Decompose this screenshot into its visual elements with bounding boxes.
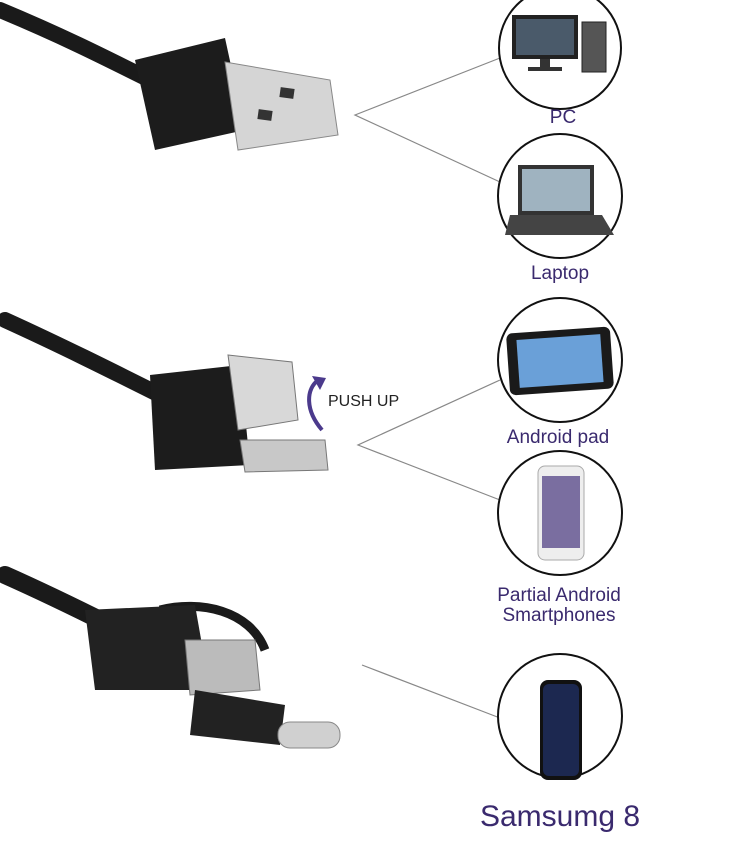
push-up-arrow-icon (307, 378, 324, 432)
smartphone-icon (537, 465, 585, 561)
tablet-icon (506, 326, 614, 396)
usb-c-connector-icon (0, 566, 341, 749)
desktop-pc-icon (512, 15, 607, 73)
laptop-icon (505, 165, 614, 235)
android-pad-label: Android pad (506, 427, 610, 448)
usb-a-connector-icon (0, 2, 339, 151)
smartphones-label-line1: Partial Android (497, 585, 621, 606)
connector-lines (353, 57, 501, 719)
micro-usb-connector-icon (0, 312, 329, 473)
samsung-label: Samsumg 8 (479, 800, 641, 833)
samsung-phone-icon (540, 680, 582, 780)
push-up-label: PUSH UP (328, 393, 400, 410)
laptop-label: Laptop (530, 263, 590, 284)
pc-label: PC (549, 107, 577, 128)
smartphones-label-line2: Smartphones (502, 605, 616, 626)
